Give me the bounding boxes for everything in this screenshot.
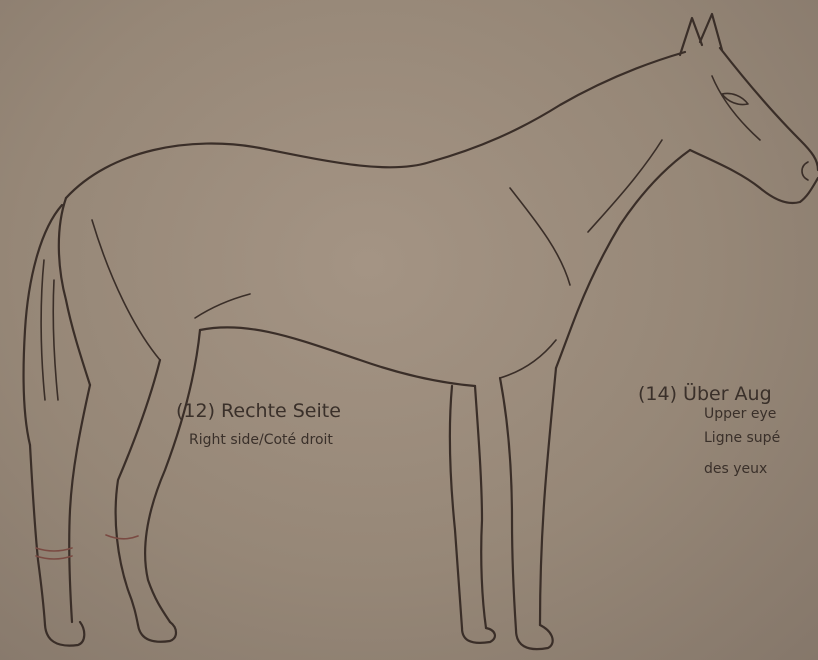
horse-forehead	[720, 48, 818, 170]
horse-hind-leg-near	[116, 360, 160, 625]
horse-fore-leg-front	[540, 368, 556, 625]
horse-tail-strand	[53, 280, 58, 400]
horse-hind-hoof-back	[45, 622, 84, 646]
horse-elbow	[500, 340, 556, 378]
horse-fore-hoof-front	[516, 625, 553, 649]
horse-neck-front	[556, 150, 690, 368]
label-right-side-title: (12) Rechte Seite	[176, 401, 341, 422]
label-upper-eye-title: (14) Über Aug	[638, 384, 772, 405]
horse-back-line	[66, 52, 685, 198]
horse-nostril	[802, 162, 808, 180]
horse-stifle	[195, 294, 250, 318]
horse-fore-hoof-back	[462, 628, 495, 643]
horse-muzzle	[690, 150, 818, 203]
horse-hind-leg-near-front	[145, 330, 200, 622]
horse-leg-marking-near	[106, 535, 138, 539]
horse-tail-outer	[24, 205, 62, 445]
horse-leg-marking-back	[36, 548, 72, 559]
horse-fore-leg-front-rear	[500, 378, 516, 630]
horse-ear-right	[700, 14, 722, 50]
label-upper-eye-line3: des yeux	[704, 462, 767, 477]
label-right-side-subtitle: Right side/Coté droit	[189, 433, 333, 448]
horse-shoulder	[510, 188, 570, 285]
horse-belly	[200, 327, 475, 386]
horse-hind-leg-back	[30, 445, 45, 625]
horse-rump	[59, 198, 90, 385]
horse-fore-leg-back-rear	[475, 386, 486, 628]
horse-hind-hoof-near	[138, 622, 176, 642]
label-upper-eye-line1: Upper eye	[704, 407, 776, 422]
horse-ear-left	[680, 18, 702, 55]
horse-hindquarter	[92, 220, 160, 360]
label-upper-eye-line2: Ligne supé	[704, 431, 780, 446]
horse-cheek-line	[712, 76, 760, 140]
horse-fore-leg-back	[450, 386, 462, 628]
horse-tail-inner	[41, 260, 45, 400]
horse-hind-leg-back-front	[69, 385, 90, 622]
